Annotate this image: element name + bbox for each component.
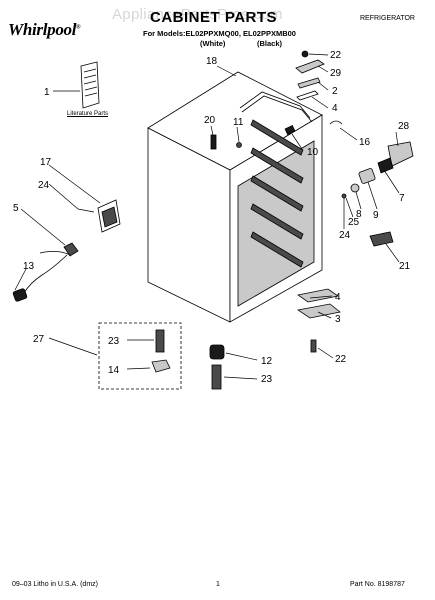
callout-21: 21 bbox=[399, 261, 411, 272]
callout-3: 3 bbox=[335, 314, 341, 325]
callout-20: 20 bbox=[204, 115, 216, 126]
callout-22-top: 22 bbox=[330, 50, 342, 61]
callout-16: 16 bbox=[359, 137, 371, 148]
callout-23-kit: 23 bbox=[108, 336, 120, 347]
callout-27: 27 bbox=[33, 334, 45, 345]
right-side-parts bbox=[329, 120, 414, 247]
footer-litho: 09–03 Litho in U.S.A. (dmz) bbox=[12, 581, 98, 588]
callout-labels: 1 2 3 4 4 5 7 8 9 10 11 12 13 14 16 17 1… bbox=[13, 50, 411, 385]
callout-1: 1 bbox=[44, 87, 50, 98]
literature-parts-label: Literature Parts bbox=[67, 111, 109, 117]
callout-24-right: 24 bbox=[339, 230, 351, 241]
top-hardware bbox=[295, 50, 325, 101]
callout-8: 8 bbox=[356, 209, 362, 220]
optional-kit-box bbox=[98, 322, 182, 390]
footer-part-number: Part No. 8198787 bbox=[350, 581, 405, 588]
callout-18: 18 bbox=[206, 56, 218, 67]
whirlpool-logo: Whirlpool® bbox=[8, 20, 81, 39]
leveling-parts bbox=[209, 344, 225, 390]
callout-24-left: 24 bbox=[38, 180, 50, 191]
callout-2: 2 bbox=[332, 86, 338, 97]
callout-10: 10 bbox=[307, 147, 319, 158]
callout-28: 28 bbox=[398, 121, 410, 132]
callout-25: 25 bbox=[348, 217, 360, 228]
callout-29: 29 bbox=[330, 68, 342, 79]
watermark: AppliancePartsPros.com bbox=[112, 6, 283, 23]
thermostat-parts bbox=[210, 134, 242, 150]
variant-white: (White) bbox=[200, 39, 226, 48]
callout-9: 9 bbox=[373, 210, 379, 221]
callout-23: 23 bbox=[261, 374, 273, 385]
models-line: For Models:EL02PPXMQ00, EL02PPXMB00 bbox=[143, 29, 296, 38]
callout-12: 12 bbox=[261, 356, 273, 367]
leader-lines bbox=[14, 53, 400, 380]
callout-4-top: 4 bbox=[332, 103, 338, 114]
callout-5: 5 bbox=[13, 203, 19, 214]
bottom-hardware bbox=[296, 288, 341, 353]
cabinet bbox=[147, 71, 323, 323]
callout-13: 13 bbox=[23, 261, 35, 272]
callout-14: 14 bbox=[108, 365, 120, 376]
callout-11: 11 bbox=[233, 117, 244, 128]
page-title: CABINET PARTS bbox=[150, 9, 278, 26]
callout-22-bottom: 22 bbox=[335, 354, 347, 365]
callout-17: 17 bbox=[40, 157, 52, 168]
callout-7: 7 bbox=[399, 193, 405, 204]
literature-booklet bbox=[80, 61, 100, 109]
left-electrical-parts bbox=[12, 199, 121, 302]
category-label: REFRIGERATOR bbox=[360, 15, 415, 22]
variant-black: (Black) bbox=[257, 39, 283, 48]
footer-page-number: 1 bbox=[216, 581, 220, 588]
callout-4-bottom: 4 bbox=[335, 292, 341, 303]
